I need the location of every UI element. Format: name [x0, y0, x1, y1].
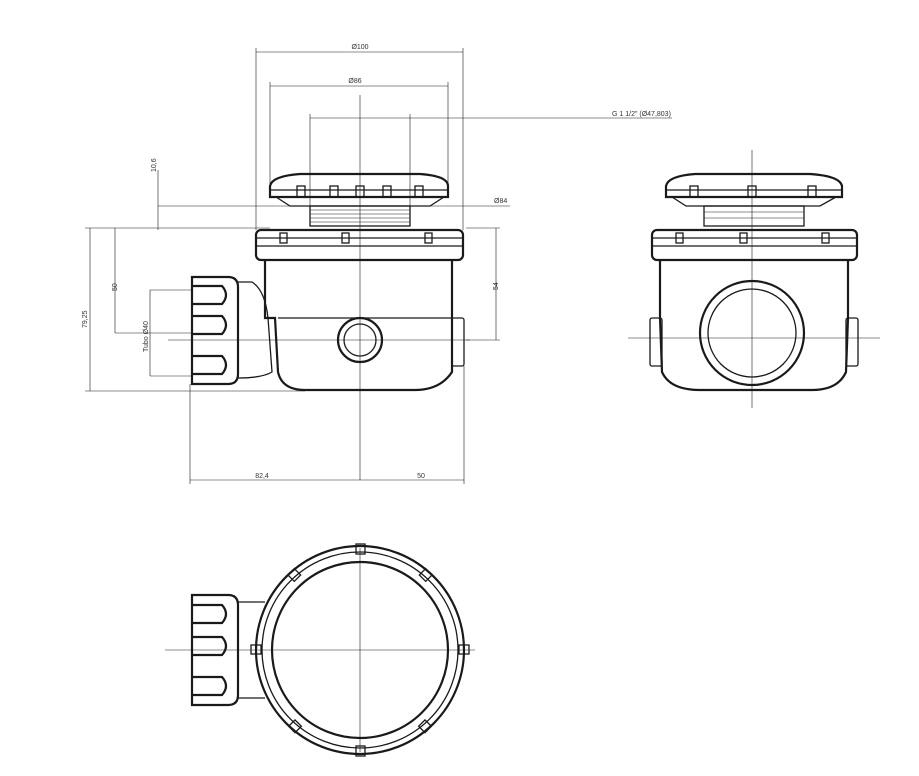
outlet-ring-inner: [343, 323, 377, 357]
flange: [254, 228, 465, 262]
dim-w824: 82,4: [255, 473, 269, 480]
side-view: [628, 150, 880, 408]
outlet-ring-outer: [336, 316, 384, 364]
dim-h54: 54: [493, 282, 500, 290]
nut: [190, 275, 240, 386]
dim-d100: Ø100: [351, 44, 368, 51]
dim-d84: Ø84: [494, 198, 507, 205]
dim-thread: G 1 1/2" (Ø47,803): [612, 111, 671, 118]
dim-h50: 50: [112, 283, 119, 291]
top-tabs: [250, 543, 470, 757]
dim-w50: 50: [417, 473, 425, 480]
dim-d86: Ø86: [348, 78, 361, 85]
top-view: [165, 543, 475, 757]
body: [263, 260, 454, 392]
cap-ribs: [296, 185, 424, 198]
dim-h7925: 79,25: [82, 310, 89, 328]
dim-h106: 10,6: [151, 158, 158, 172]
elbow: [237, 281, 273, 379]
side-outlet: [451, 317, 465, 367]
dimensions: Ø100 Ø86 G 1 1/2" (Ø47,803) Ø84 10,6 79,…: [82, 44, 672, 484]
front-view: [168, 95, 470, 480]
dim-tube: Tubo Ø40: [143, 321, 150, 352]
